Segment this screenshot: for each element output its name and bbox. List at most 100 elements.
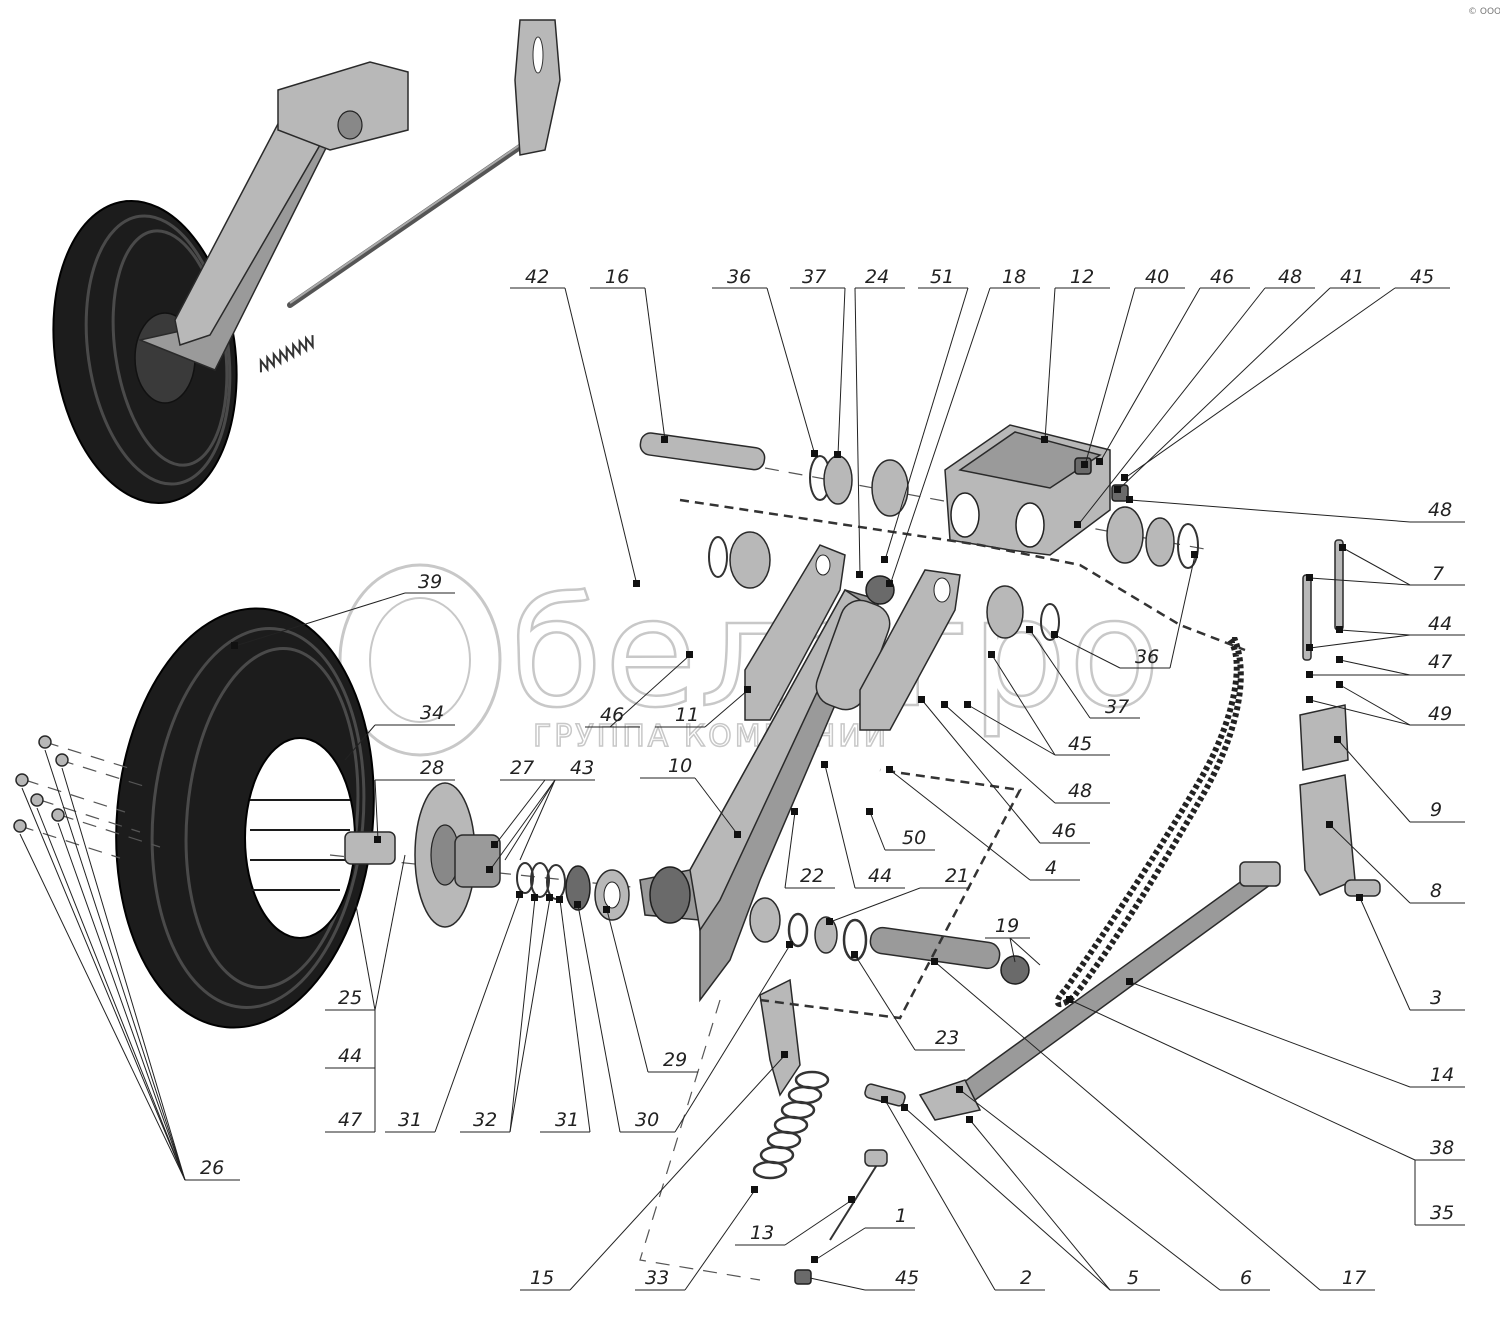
tire-rim-lines — [250, 799, 350, 891]
bushing-left — [729, 531, 771, 589]
callout-41: 41 — [1114, 266, 1380, 493]
pin-2 — [864, 1083, 906, 1107]
chain-loop — [1054, 637, 1244, 1007]
callout-29: 29 — [603, 906, 698, 1073]
watermark-subtitle: ГРУППА КОМПАНИЙ — [533, 718, 889, 754]
frame-bracket-12 — [944, 424, 1129, 556]
callout-7: 7 — [1306, 544, 1465, 586]
lower-group — [752, 978, 906, 1285]
seal-ring — [565, 865, 591, 911]
svg-text:4: 4 — [1045, 857, 1057, 879]
callout-31-left: 31 — [385, 891, 523, 1133]
watermark-logo-ring-inner — [369, 597, 471, 723]
callout-3: 3 — [1356, 894, 1465, 1011]
callout-46-left: 46 — [585, 651, 693, 728]
hub-assembly — [329, 782, 661, 928]
svg-text:39: 39 — [418, 571, 442, 593]
plate-9 — [1299, 704, 1349, 771]
callout-44-left: 44 — [325, 1045, 375, 1069]
svg-text:22: 22 — [800, 865, 824, 887]
washer-2 — [530, 862, 550, 898]
callout-39: 39 — [231, 571, 455, 649]
callout-2: 2 — [881, 1096, 1045, 1291]
callout-16: 16 — [590, 266, 668, 443]
svg-text:35: 35 — [1430, 1202, 1454, 1224]
assembled-bracket — [277, 61, 409, 151]
svg-text:2: 2 — [1020, 1267, 1032, 1289]
callout-17: 17 — [931, 958, 1375, 1291]
axle-group — [749, 897, 1030, 985]
svg-text:42: 42 — [525, 266, 549, 288]
drive-chain — [1054, 637, 1244, 1007]
bolt-head-4 — [30, 793, 44, 807]
assembled-arm-plate — [174, 119, 321, 346]
callout-4: 4 — [886, 766, 1080, 881]
svg-text:46: 46 — [600, 704, 624, 726]
corner-mark: © ООО — [1468, 7, 1500, 17]
svg-text:23: 23 — [935, 1027, 959, 1049]
svg-text:29: 29 — [663, 1049, 687, 1071]
svg-text:12: 12 — [1070, 266, 1094, 288]
svg-text:36: 36 — [727, 266, 751, 288]
svg-text:28: 28 — [420, 757, 444, 779]
tire-tread-ring-2 — [184, 646, 360, 990]
callout-33: 33 — [635, 1186, 758, 1291]
svg-text:50: 50 — [902, 827, 926, 849]
svg-text:41: 41 — [1340, 266, 1364, 288]
link-bar-end-top — [1239, 861, 1281, 887]
assembled-spring — [259, 335, 314, 373]
callout-25: 25 — [325, 854, 406, 1132]
callout-30: 30 — [574, 901, 793, 1133]
callout-6: 6 — [956, 1086, 1270, 1291]
svg-text:47: 47 — [338, 1109, 362, 1131]
assembly-contours — [639, 498, 1246, 1281]
callout-32: 32 — [460, 894, 553, 1133]
ring-36-mid — [1040, 603, 1060, 641]
callout-50: 50 — [866, 808, 935, 851]
assembled-lever-slot — [532, 36, 544, 74]
side-plates — [744, 544, 961, 731]
bearing-29-bore — [603, 881, 621, 909]
callout-24: 24 — [854, 266, 905, 578]
callout-9: 9 — [1334, 736, 1465, 823]
svg-text:24: 24 — [865, 266, 889, 288]
callout-34: 34 — [344, 702, 455, 761]
nut-45 — [794, 1269, 812, 1285]
link-bar-14 — [918, 861, 1281, 1121]
hub-cap — [344, 831, 396, 865]
callout-47-left: 47 — [325, 1109, 375, 1133]
callout-48-mid: 48 — [941, 701, 1110, 804]
callout-1: 1 — [811, 1205, 915, 1263]
callout-31-right: 31 — [540, 896, 591, 1133]
side-plate-left-hole — [815, 554, 831, 576]
callout-40: 40 — [1081, 266, 1185, 468]
ring-left — [708, 536, 728, 578]
callout-23: 23 — [851, 951, 965, 1051]
callout-44-mid: 44 — [821, 761, 905, 889]
exploded-tire — [115, 607, 375, 1029]
callout-26: 26 — [19, 749, 240, 1181]
callout-36-top: 36 — [712, 266, 818, 457]
bearing-21b — [814, 916, 838, 954]
svg-text:45: 45 — [1410, 266, 1434, 288]
callout-47-right: 47 — [1306, 651, 1465, 678]
svg-text:30: 30 — [635, 1109, 659, 1131]
bolt-head-2 — [55, 753, 69, 767]
assembled-tie-rod — [287, 137, 533, 308]
side-plate-left — [744, 544, 846, 721]
svg-text:37: 37 — [1105, 696, 1129, 718]
pin-3 — [1344, 879, 1381, 897]
bolt-7b — [1334, 539, 1344, 631]
svg-text:36: 36 — [1135, 646, 1159, 668]
main-arm — [639, 588, 891, 1003]
bearing-37-mid — [986, 585, 1024, 639]
svg-text:17: 17 — [1342, 1267, 1366, 1289]
sprocket-19 — [1000, 955, 1030, 985]
svg-text:48: 48 — [1278, 266, 1302, 288]
callout-42: 42 — [510, 266, 640, 587]
svg-text:13: 13 — [750, 1222, 774, 1244]
svg-text:46: 46 — [1210, 266, 1234, 288]
link-clevis-bottom — [918, 1079, 982, 1121]
eyebolt-1 — [864, 1149, 888, 1167]
callout-36-mid: 36 — [1051, 551, 1198, 669]
